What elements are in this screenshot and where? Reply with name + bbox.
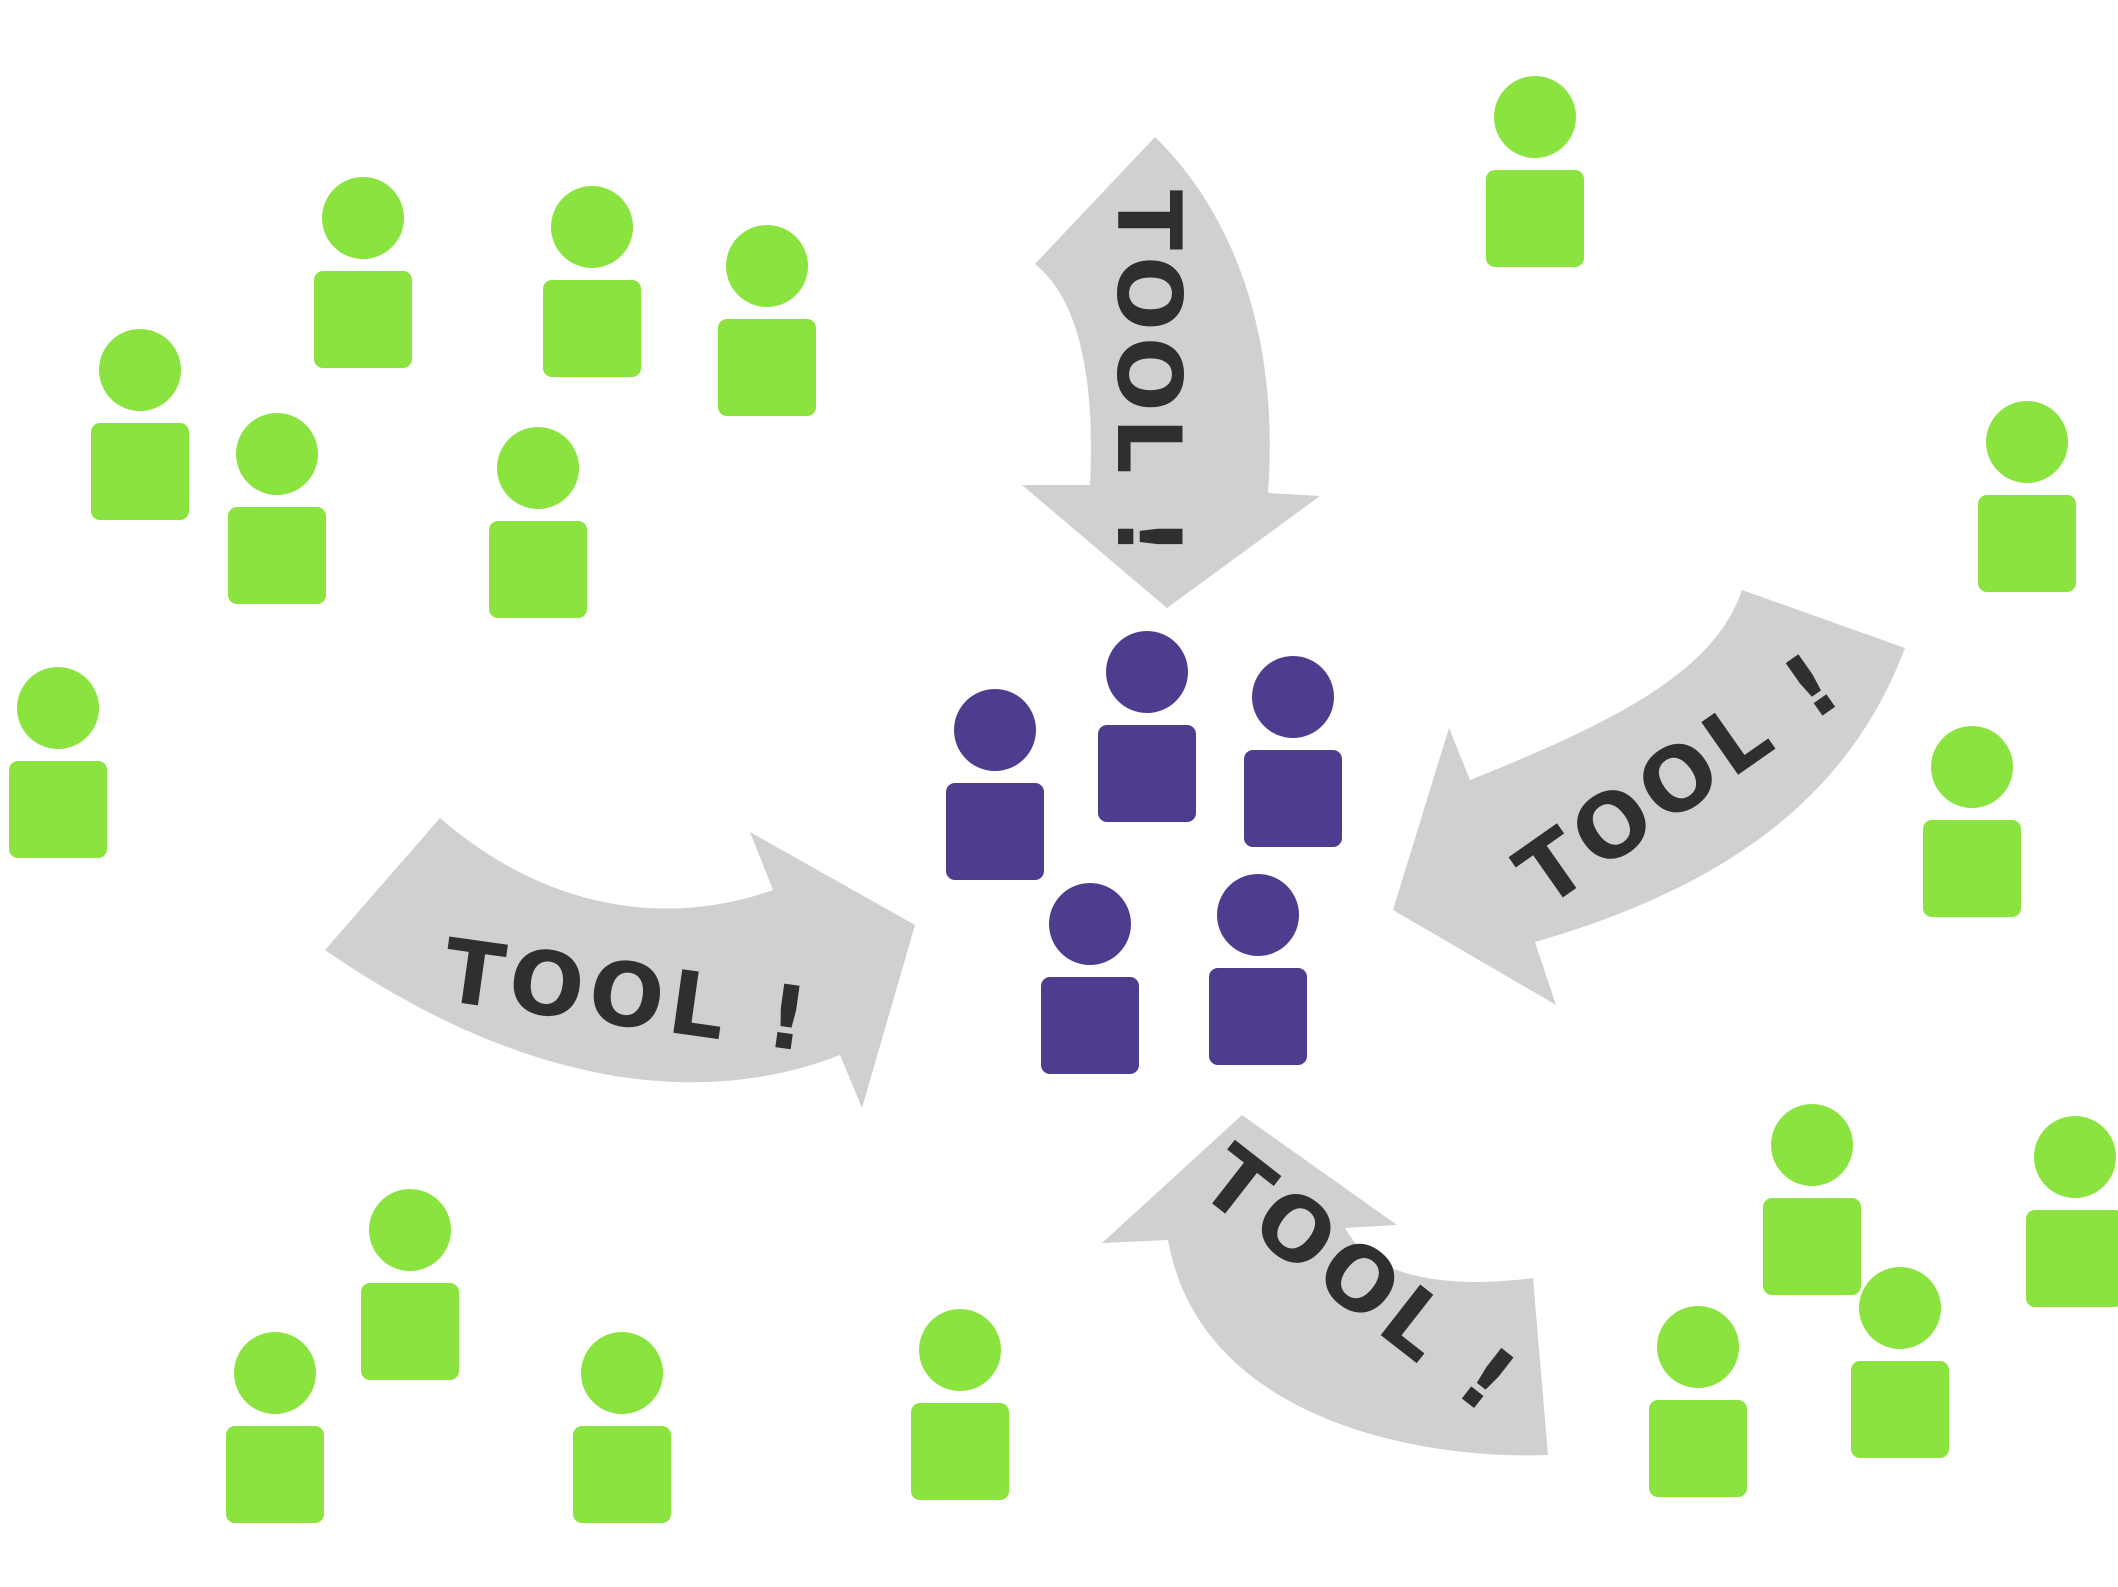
person-head [234, 1332, 316, 1414]
person-head [1494, 76, 1576, 158]
person-head [1106, 631, 1188, 713]
person-icon-outer [911, 1309, 1009, 1500]
person-head [954, 689, 1036, 771]
person-body [361, 1283, 459, 1380]
person-icon-outer [1763, 1104, 1861, 1295]
person-body [1923, 820, 2021, 917]
person-head [1931, 726, 2013, 808]
person-head [1252, 656, 1334, 738]
person-head [236, 413, 318, 495]
arrow-shape-left [325, 818, 915, 1108]
person-head [2034, 1116, 2116, 1198]
person-head [99, 329, 181, 411]
person-body [489, 521, 587, 618]
person-body [946, 783, 1044, 880]
person-icon-outer [718, 225, 816, 416]
person-body [573, 1426, 671, 1523]
person-icon-outer [1649, 1306, 1747, 1497]
person-body [1244, 750, 1342, 847]
person-body [91, 423, 189, 520]
person-icon-outer [573, 1332, 671, 1523]
person-icon-outer [9, 667, 107, 858]
curved-arrow-bottom: TOOL ! [1102, 1115, 1548, 1456]
person-head [322, 177, 404, 259]
arrows-layer: TOOL ! TOOL ! TOOL ! TOOL ! [325, 137, 1905, 1456]
person-body [718, 319, 816, 416]
person-head [1771, 1104, 1853, 1186]
person-body [1649, 1400, 1747, 1497]
person-head [726, 225, 808, 307]
person-body [226, 1426, 324, 1523]
person-body [911, 1403, 1009, 1500]
person-body [314, 271, 412, 368]
person-icon-inner [946, 689, 1044, 880]
person-body [1209, 968, 1307, 1065]
person-body [1763, 1198, 1861, 1295]
person-icon-outer [228, 413, 326, 604]
person-head [497, 427, 579, 509]
person-icon-outer [1978, 401, 2076, 592]
curved-arrow-right: TOOL ! [1393, 590, 1905, 1005]
person-body [1098, 725, 1196, 822]
person-icon-outer [1923, 726, 2021, 917]
person-head [551, 186, 633, 268]
person-head [369, 1189, 451, 1271]
person-body [1851, 1361, 1949, 1458]
person-icon-inner [1098, 631, 1196, 822]
person-head [17, 667, 99, 749]
person-body [228, 507, 326, 604]
person-icon-outer [489, 427, 587, 618]
curved-arrow-top: TOOL ! [1022, 137, 1320, 608]
person-body [2026, 1210, 2118, 1307]
person-icon-outer [314, 177, 412, 368]
person-icon-outer [91, 329, 189, 520]
people-layer [9, 76, 2118, 1523]
person-icon-outer [361, 1189, 459, 1380]
person-icon-outer [1486, 76, 1584, 267]
person-body [1978, 495, 2076, 592]
person-icon-inner [1041, 883, 1139, 1074]
person-head [919, 1309, 1001, 1391]
person-head [581, 1332, 663, 1414]
person-body [543, 280, 641, 377]
person-icon-outer [226, 1332, 324, 1523]
curved-arrow-left: TOOL ! [325, 818, 915, 1108]
person-body [1041, 977, 1139, 1074]
arrow-shape-top [1022, 137, 1320, 608]
person-icon-inner [1244, 656, 1342, 847]
person-icon-inner [1209, 874, 1307, 1065]
arrow-label-top: TOOL ! [1097, 190, 1200, 563]
arrow-shape-bottom [1102, 1115, 1548, 1456]
person-body [9, 761, 107, 858]
person-head [1859, 1267, 1941, 1349]
person-head [1657, 1306, 1739, 1388]
person-head [1217, 874, 1299, 956]
person-icon-outer [2026, 1116, 2118, 1307]
person-body [1486, 170, 1584, 267]
person-head [1049, 883, 1131, 965]
arrow-shape-right [1393, 590, 1905, 1005]
person-icon-outer [543, 186, 641, 377]
person-head [1986, 401, 2068, 483]
person-icon-outer [1851, 1267, 1949, 1458]
